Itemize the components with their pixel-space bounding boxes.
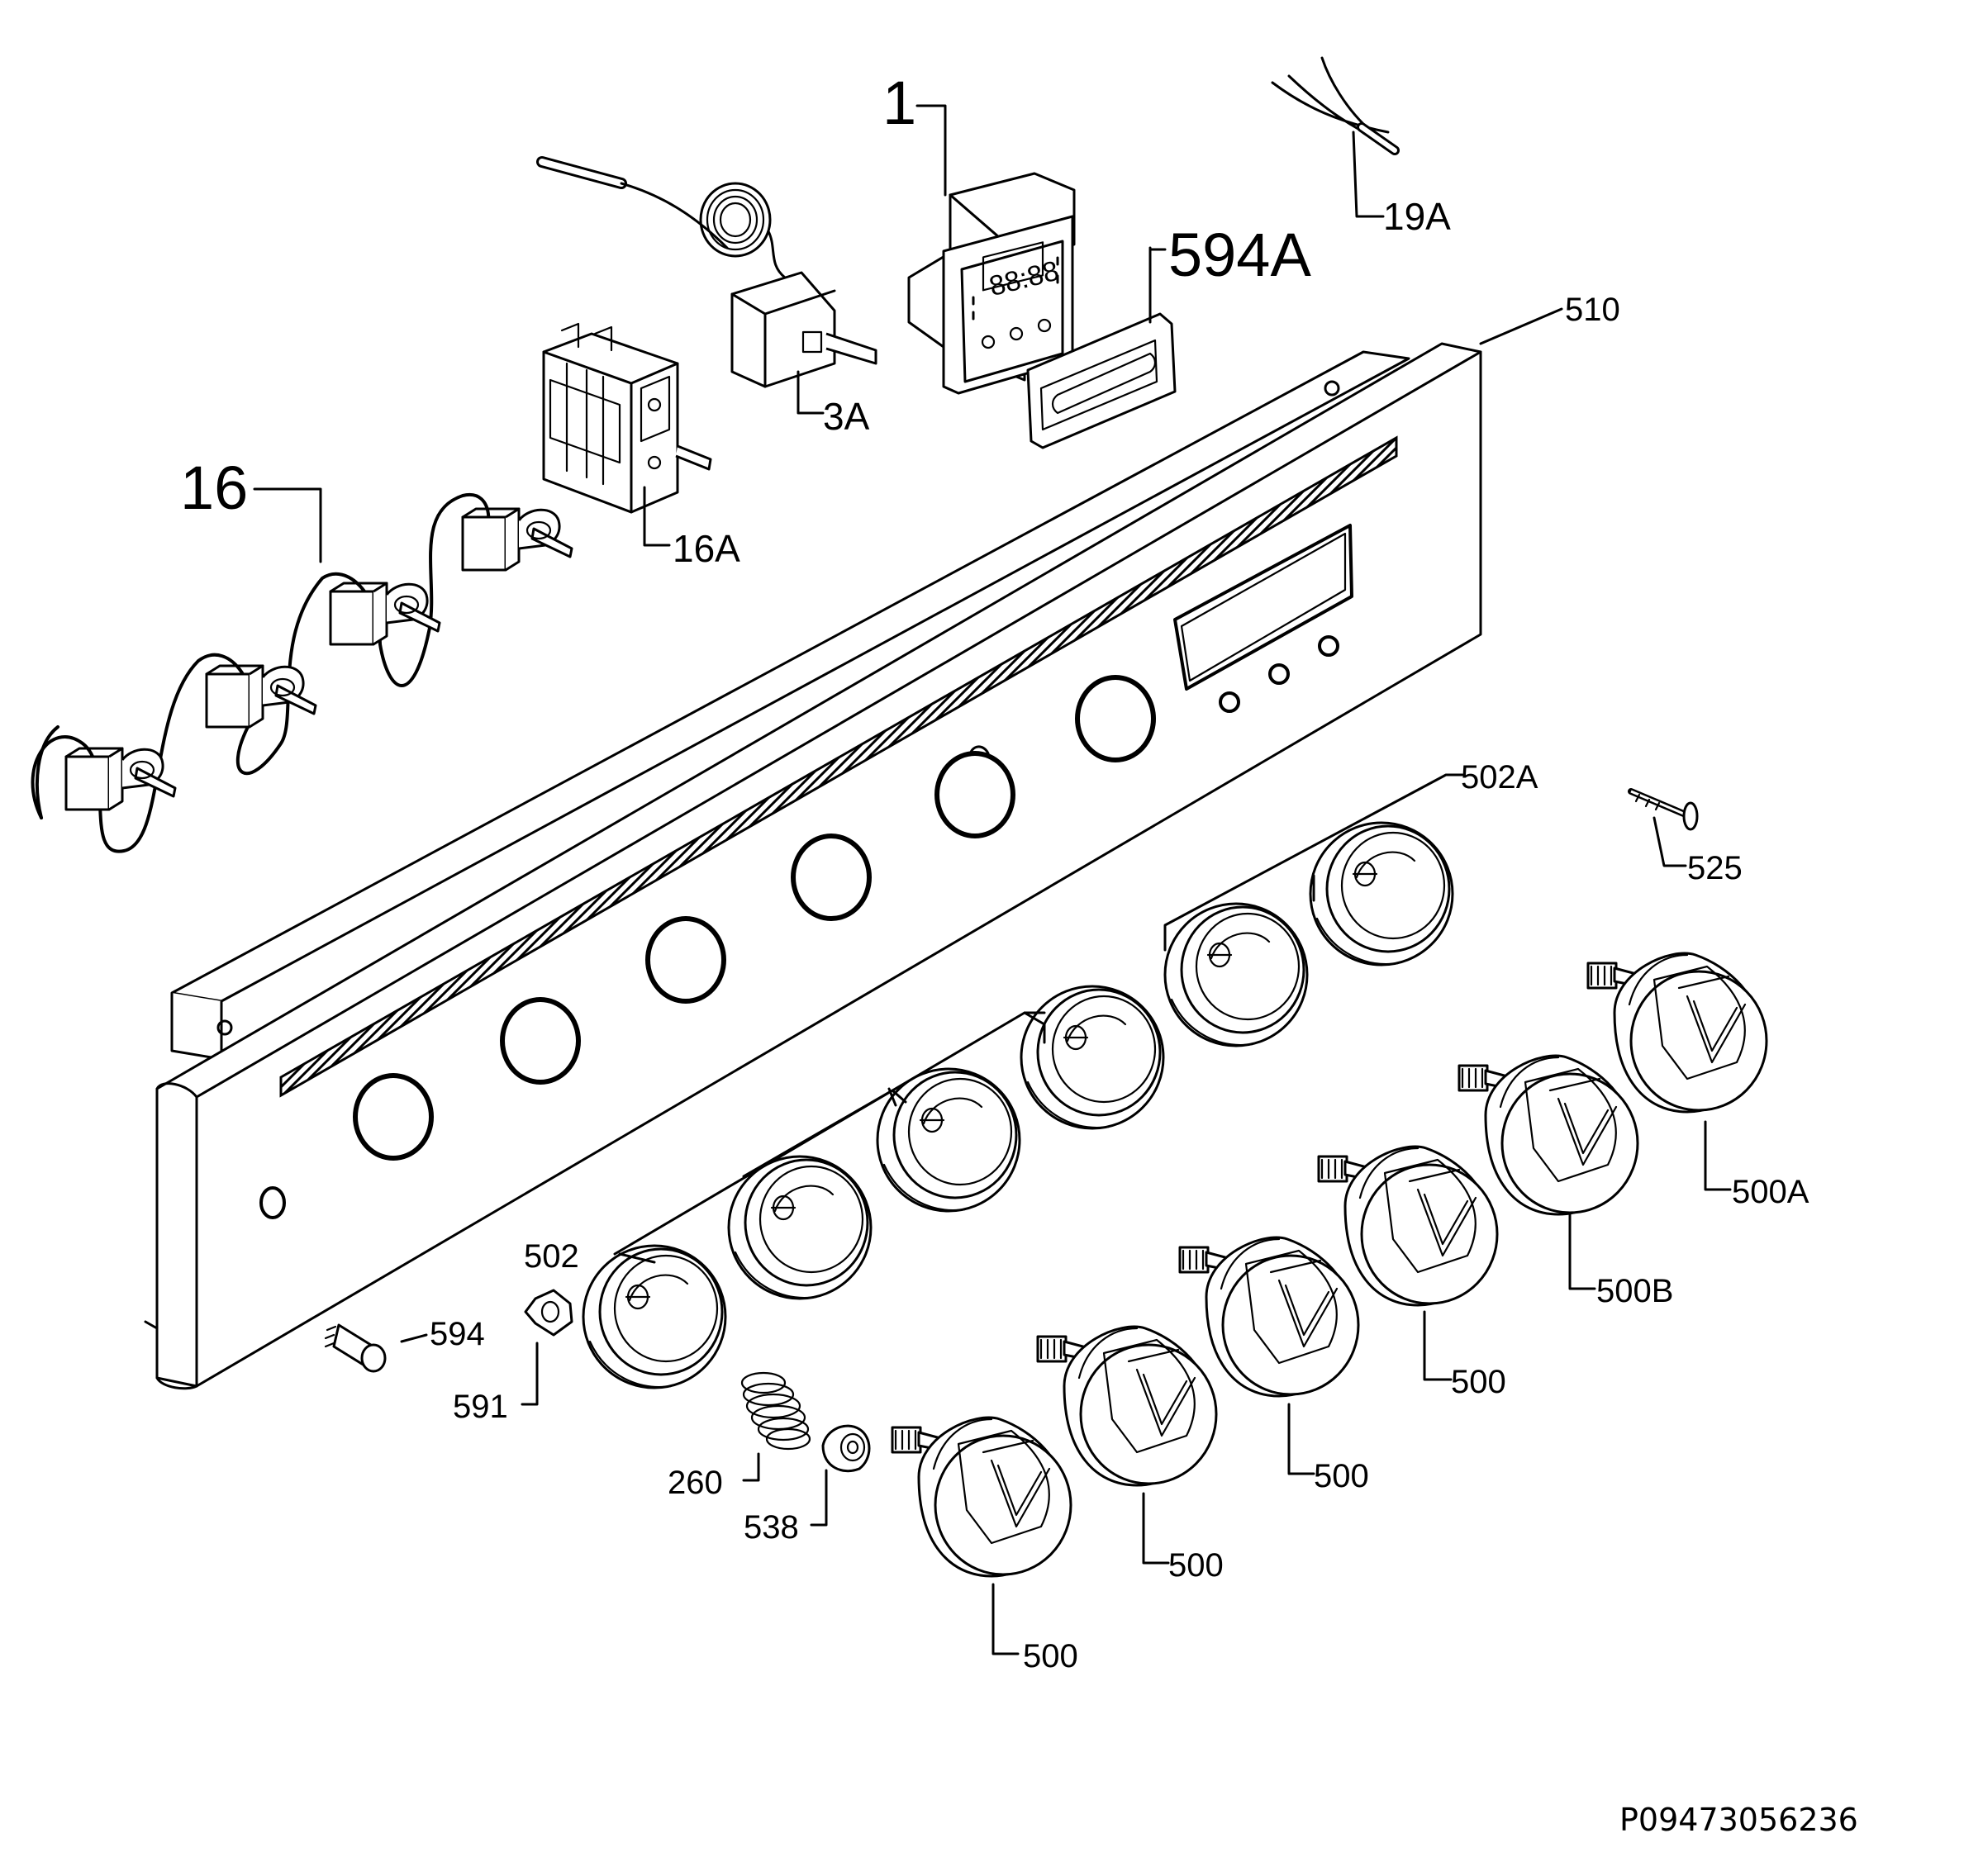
thermostat (536, 156, 877, 388)
label-3a: 3A (823, 395, 870, 438)
label-510: 510 (1565, 292, 1620, 328)
label-16: 16 (180, 454, 248, 522)
selector-switch (542, 322, 712, 514)
label-500b: 500B (1596, 1273, 1673, 1309)
label-19a: 19A (1383, 195, 1451, 238)
label-502: 502 (524, 1238, 579, 1275)
label-500-5: 500 (1023, 1638, 1078, 1674)
spring (740, 1371, 811, 1451)
screw (1628, 788, 1699, 831)
label-260: 260 (668, 1465, 723, 1501)
probe-wire (1271, 56, 1400, 155)
label-500-4: 500 (1168, 1547, 1224, 1584)
display-gasket (1026, 312, 1177, 449)
label-500a: 500A (1732, 1174, 1809, 1210)
label-502a: 502A (1461, 759, 1538, 796)
part-labels: 1 19A 594A 3A 510 16 16A 502A 525 500A 5… (180, 69, 1858, 1838)
drawing-code: P09473056236 (1619, 1802, 1858, 1838)
clip (524, 1289, 573, 1337)
label-538: 538 (744, 1509, 799, 1546)
label-500-2: 500 (1451, 1364, 1506, 1400)
label-594a: 594A (1168, 221, 1311, 289)
label-525: 525 (1687, 850, 1743, 886)
leader-lines (253, 104, 1732, 1655)
label-16a: 16A (673, 527, 740, 570)
label-591: 591 (453, 1389, 508, 1425)
control-panel (144, 342, 1482, 1390)
label-594: 594 (430, 1316, 485, 1352)
label-500-3: 500 (1314, 1458, 1369, 1494)
lamp-holder (324, 1323, 387, 1373)
clock-module: 88:88 (907, 172, 1076, 395)
switch-harness (31, 492, 573, 853)
adapter (821, 1424, 871, 1473)
label-1: 1 (882, 69, 916, 137)
